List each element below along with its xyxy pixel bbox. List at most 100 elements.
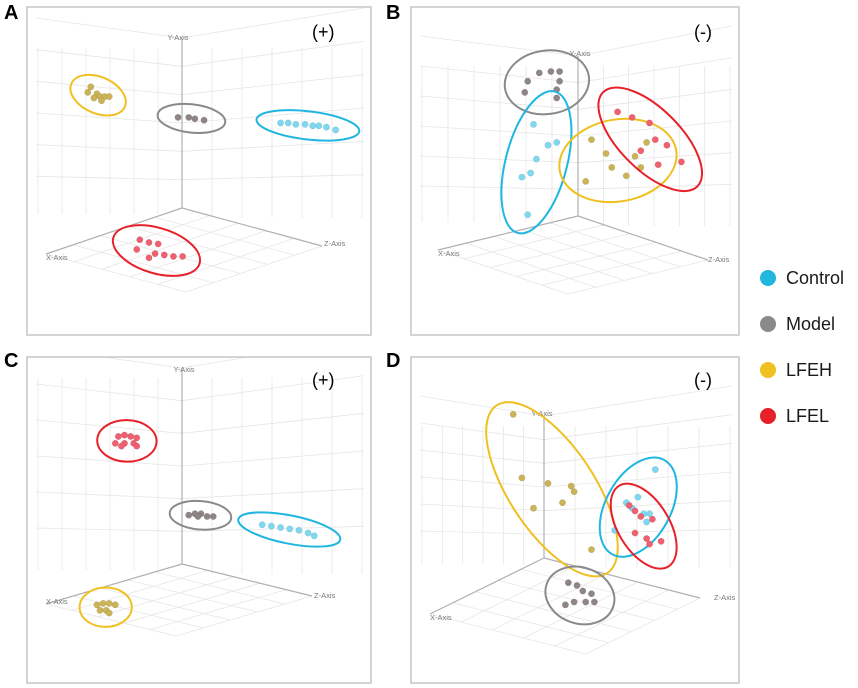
- point-lfeh: [98, 97, 106, 105]
- point-model: [556, 77, 564, 85]
- point-model: [561, 601, 569, 609]
- point-lfel: [117, 442, 125, 450]
- legend-label-control: Control: [786, 267, 845, 288]
- point-model: [564, 579, 572, 587]
- ellipse-lfel: [96, 419, 158, 463]
- gridline: [181, 174, 365, 181]
- gridline: [419, 125, 579, 137]
- group-lfel: [597, 86, 704, 193]
- gridline: [35, 49, 183, 67]
- ellipse-lfel: [111, 224, 202, 277]
- floor-gridline: [521, 568, 678, 610]
- gridline: [577, 120, 733, 137]
- point-control: [553, 138, 561, 146]
- point-control: [258, 521, 266, 529]
- floor-gridline: [521, 229, 653, 274]
- point-lfel: [145, 239, 153, 246]
- floor-gridline: [523, 581, 638, 639]
- z-axis-line: [181, 563, 313, 597]
- point-model: [570, 598, 578, 606]
- point-control: [309, 122, 317, 130]
- grid: [419, 385, 733, 655]
- y-axis-label: Y-Axis: [570, 49, 591, 58]
- z-axis-label: Z-Axis: [314, 591, 335, 600]
- floor-gridline: [437, 249, 569, 295]
- floor-gridline: [567, 259, 709, 295]
- point-model: [191, 115, 199, 123]
- point-lfel: [133, 442, 141, 450]
- panel-letter-c: C: [4, 350, 19, 372]
- point-lfeh: [631, 152, 639, 160]
- gridline: [543, 385, 733, 417]
- grid: [419, 25, 733, 295]
- point-lfel: [111, 439, 119, 447]
- floor-gridline: [541, 250, 683, 286]
- ellipse-model: [168, 499, 233, 531]
- gridline: [35, 144, 183, 152]
- legend-item-control: Control: [760, 255, 844, 301]
- point-model: [582, 598, 590, 606]
- point-control: [532, 155, 540, 163]
- group-control: [598, 456, 678, 558]
- gridline: [419, 155, 579, 164]
- point-control: [651, 466, 659, 474]
- ellipse-control: [500, 90, 573, 235]
- group-lfel: [609, 482, 678, 570]
- point-control: [301, 120, 309, 128]
- point-control: [277, 524, 285, 531]
- group-lfeh: [558, 117, 678, 204]
- axes: [45, 38, 323, 255]
- point-control: [643, 518, 651, 526]
- gridline: [419, 35, 579, 57]
- gridline: [181, 74, 365, 96]
- grid: [35, 358, 365, 637]
- point-lfel: [637, 147, 645, 155]
- point-lfeh: [588, 136, 595, 144]
- panel-letter-a: A: [4, 2, 19, 24]
- point-lfel: [121, 431, 128, 439]
- gridline: [419, 395, 545, 417]
- z-axis-label: Z-Axis: [708, 255, 729, 264]
- ellipse-lfeh: [78, 586, 133, 628]
- point-lfel: [127, 432, 135, 440]
- panel-letter-d: D: [386, 350, 401, 372]
- y-axis-label: Y-Axis: [532, 409, 553, 418]
- point-lfel: [151, 250, 159, 258]
- point-model: [579, 587, 587, 595]
- point-lfel: [133, 246, 141, 253]
- y-axis-label: Y-Axis: [168, 33, 189, 42]
- floor-gridline: [489, 233, 631, 268]
- legend-item-lfeh: LFEH: [760, 347, 844, 393]
- panel-d-mode-label: (-): [694, 370, 712, 390]
- point-lfeh: [582, 177, 590, 185]
- legend-label-lfeh: LFEH: [786, 359, 833, 380]
- point-lfeh: [99, 599, 107, 607]
- gridline: [419, 476, 545, 488]
- floor-gridline: [465, 242, 597, 288]
- point-control: [518, 173, 526, 181]
- floor-gridline: [463, 224, 605, 260]
- point-model: [174, 113, 182, 121]
- point-model: [521, 88, 529, 96]
- gridline: [35, 112, 183, 124]
- point-lfeh: [544, 479, 552, 487]
- legend-item-model: Model: [760, 301, 844, 347]
- point-control: [544, 141, 552, 149]
- floor-gridline: [45, 253, 187, 293]
- floor-gridline: [73, 244, 214, 284]
- point-control: [295, 526, 303, 534]
- point-model: [590, 598, 598, 606]
- point-control: [267, 522, 275, 530]
- floor-gridline: [127, 226, 268, 265]
- point-lfeh: [530, 504, 537, 512]
- point-control: [315, 122, 323, 130]
- x-axis-line: [429, 557, 545, 615]
- point-lfel: [179, 252, 187, 260]
- floor-gridline: [97, 576, 235, 618]
- point-lfel: [631, 507, 639, 515]
- group-lfeh: [69, 73, 127, 117]
- point-control: [332, 126, 340, 134]
- ellipse-lfeh: [69, 73, 127, 117]
- gridline: [35, 17, 183, 39]
